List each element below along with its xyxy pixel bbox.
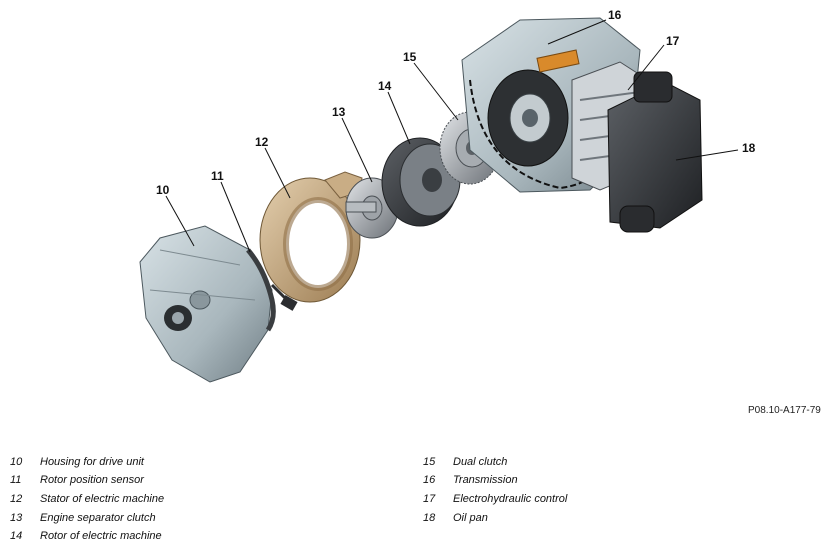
callout-10: 10 [156, 183, 170, 197]
legend-number: 16 [423, 474, 436, 486]
legend-number: 14 [10, 530, 23, 542]
oil-pan-part [607, 71, 703, 233]
figure-reference-code: P08.10-A177-79 [748, 405, 821, 416]
legend-label: Housing for drive unit [40, 456, 144, 468]
legend-label: Dual clutch [453, 456, 508, 468]
rotor-position-sensor-part [246, 248, 298, 332]
exploded-drivetrain-diagram: 10 11 12 13 14 15 16 17 18 [139, 8, 756, 383]
callout-15: 15 [403, 50, 417, 64]
legend-label: Engine separator clutch [40, 512, 156, 524]
legend-label: Oil pan [453, 512, 488, 524]
legend-number: 10 [10, 456, 23, 468]
legend-label: Stator of electric machine [40, 493, 165, 505]
callout-13: 13 [332, 105, 346, 119]
leader-lines [165, 19, 739, 253]
legend-label: Electrohydraulic control [453, 493, 568, 505]
legend-number: 13 [10, 512, 23, 524]
legend-number: 15 [423, 456, 436, 468]
legend-label: Rotor of electric machine [40, 530, 162, 542]
callout-18: 18 [742, 141, 756, 155]
legend-label: Transmission [453, 474, 518, 486]
legend-number: 17 [423, 493, 436, 505]
callout-12: 12 [255, 135, 269, 149]
legend-number: 11 [10, 474, 22, 486]
callout-11: 11 [211, 169, 224, 183]
callout-17: 17 [666, 34, 680, 48]
housing-part [139, 225, 273, 383]
legend-number: 12 [10, 493, 23, 505]
legend-number: 18 [423, 512, 436, 524]
legend-label: Rotor position sensor [40, 474, 144, 486]
callout-14: 14 [378, 79, 392, 93]
stator-part [259, 171, 363, 303]
callout-16: 16 [608, 8, 622, 22]
